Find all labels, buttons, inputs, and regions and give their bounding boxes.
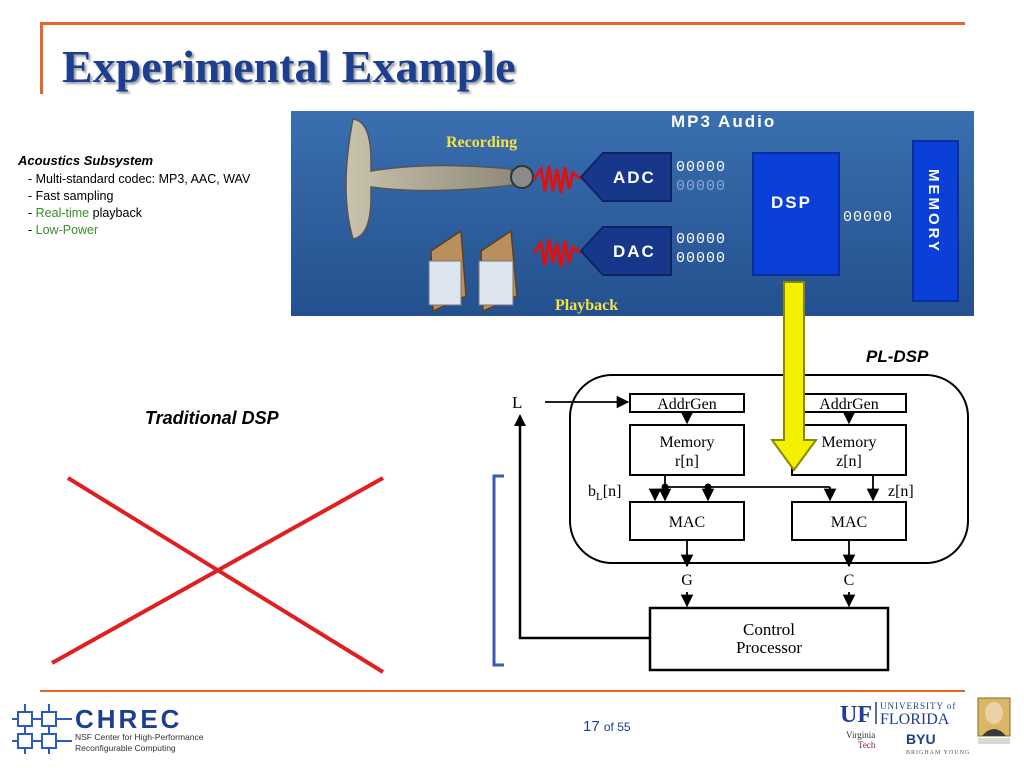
dac-bits-top: 00000 [676,231,726,248]
mac-right-label: MAC [831,514,867,531]
traditional-dsp-label: Traditional DSP [145,408,279,428]
memory-label: MEMORY [925,169,942,254]
top-accent-line [40,22,965,25]
dac-block [579,226,672,276]
feedback-arrowhead [514,414,526,426]
pl-dsp-label: PL-DSP [866,347,929,366]
left-accent-line [40,22,43,94]
mac-left-box [629,501,745,541]
page-number: 17 of 55 [583,718,631,735]
mp3-audio-figure: MP3 Audio Recording ADC DAC 00000 00000 … [291,111,974,316]
playback-label: Playback [555,297,618,314]
mac-left-label: MAC [669,514,705,531]
junction-dot [661,483,669,491]
mac-right-box [791,501,907,541]
uf-short-logo: UF [840,702,872,728]
playback-wave-icon [532,238,582,268]
bullet-item: - Real-time playback [28,206,142,220]
chrec-subtitle-2: Reconfigurable Computing [75,743,176,753]
recording-label: Recording [446,134,517,151]
adc-bits-top: 00000 [676,159,726,176]
memory-right-signal: z[n] [836,453,862,470]
chrec-logo-icon [12,704,72,754]
page-current: 17 [583,718,600,735]
memory-left-box [629,424,745,476]
dsp-label: DSP [771,193,812,212]
page-total: of 55 [603,720,631,734]
feedback-path [518,422,650,640]
cross-stroke-2 [51,476,384,665]
uf-florida-text: FLORIDA [880,711,950,728]
addrgen-left-label: AddrGen [657,396,717,413]
blue-bracket [492,474,504,667]
yellow-down-arrow-icon [770,281,818,472]
memory-right-box [791,424,907,476]
dsp-block [752,152,840,276]
uf-university-text: UNIVERSITY of [880,701,956,711]
addrgen-right-label: AddrGen [819,396,879,413]
output-g-label: G [681,572,693,589]
pl-dsp-container [569,374,969,564]
microphone-icon [510,165,534,189]
gwu-portrait-icon [977,697,1011,744]
recording-wave-icon [532,165,582,194]
slide-title: Experimental Example [62,41,516,92]
byu-subtitle: BRIGHAM YOUNG [906,750,970,756]
dac-label: DAC [613,242,656,261]
memory-right-label: Memory [821,434,876,451]
chrec-subtitle-1: NSF Center for High-Performance [75,732,204,742]
vt-line1: Virginia [846,730,875,740]
cross-stroke-1 [66,476,385,674]
control-processor-line2: Processor [736,638,802,657]
bullet-item: - Fast sampling [28,189,114,203]
memory-block [912,140,959,302]
subsystem-description: Acoustics Subsystem - Multi-standard cod… [18,152,250,239]
adc-label: ADC [613,168,656,187]
control-processor-line1: Control [743,620,795,639]
bottom-accent-line [40,690,965,692]
speaker-icon [428,229,518,313]
bullet-item: - Multi-standard codec: MP3, AAC, WAV [28,172,251,186]
subsystem-heading: Acoustics Subsystem [18,153,154,168]
horn-icon [345,118,514,240]
input-l-label: L [512,393,522,412]
pl-dsp-block-diagram: L AddrGen AddrGen Memory r[n] Memory z[n… [492,374,969,672]
memory-left-signal: r[n] [675,453,699,470]
university-logos: UF UNIVERSITY of FLORIDA Virginia Tech B… [840,697,1011,756]
bullet-item: - Low-Power [28,223,99,237]
memory-bits: 00000 [843,209,893,226]
bl-n-label: bL[n] [588,483,621,503]
vt-line2: Tech [858,740,876,750]
output-c-label: C [844,572,855,589]
adc-block [579,152,672,202]
chrec-name: CHREC [75,704,183,734]
mp3-title: MP3 Audio [671,112,776,131]
byu-logo: BYU [906,731,936,747]
zn-label: z[n] [888,483,914,500]
dac-bits-bottom: 00000 [676,250,726,267]
adc-bits-bottom: 00000 [676,178,726,195]
mp3-background [291,111,974,316]
memory-left-label: Memory [659,434,714,451]
